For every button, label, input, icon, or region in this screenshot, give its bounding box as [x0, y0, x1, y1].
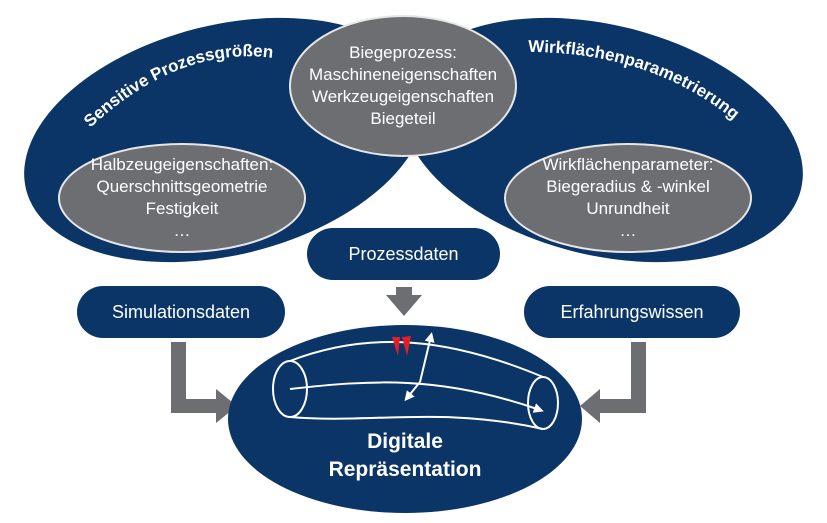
red-marker-icon [392, 337, 400, 356]
result-ellipse [228, 325, 582, 513]
left-inner-label: Halbzeugeigenschaften: Querschnittsgeome… [72, 154, 292, 242]
result-line: Digitale [367, 430, 443, 453]
tube-icon [272, 332, 559, 430]
left-inner-line: … [173, 221, 191, 240]
experience-pill [524, 286, 740, 338]
experience-label: Erfahrungswissen [560, 302, 704, 322]
left-inner-line: Querschnittsgeometrie [96, 177, 268, 196]
center-region-label: Biegeprozess: Maschineneigenschaften Wer… [298, 42, 508, 130]
left-inner-ellipse [58, 143, 306, 253]
right-inner-line: Wirkflächenparameter: [542, 155, 714, 174]
right-inner-label: Wirkflächenparameter: Biegeradius & -win… [518, 154, 738, 242]
right-inner-line: … [619, 221, 637, 240]
center-line: Biegeprozess: [349, 43, 457, 62]
left-inner-line: Halbzeugeigenschaften: [90, 155, 274, 174]
simulation-data-label: Simulationsdaten [111, 302, 251, 322]
simulation-data-pill [77, 286, 285, 338]
process-data-label: Prozessdaten [348, 244, 459, 264]
down-arrow [386, 287, 422, 316]
process-data-pill [307, 228, 500, 280]
right-elbow-arrow [580, 342, 646, 423]
center-ellipse [289, 15, 517, 157]
result-label: Digitale Repräsentation [300, 428, 510, 484]
left-inner-line: Festigkeit [145, 199, 219, 218]
red-marker-icon [402, 336, 411, 356]
center-line: Werkzeugeigenschaften [311, 87, 495, 106]
center-line: Biegeteil [370, 109, 436, 128]
right-inner-line: Unrundheit [586, 199, 670, 218]
center-line: Maschineneigenschaften [308, 65, 498, 84]
right-inner-ellipse [504, 143, 752, 253]
right-inner-line: Biegeradius & -winkel [546, 177, 710, 196]
left-elbow-arrow [171, 342, 237, 423]
result-line: Repräsentation [328, 458, 482, 481]
